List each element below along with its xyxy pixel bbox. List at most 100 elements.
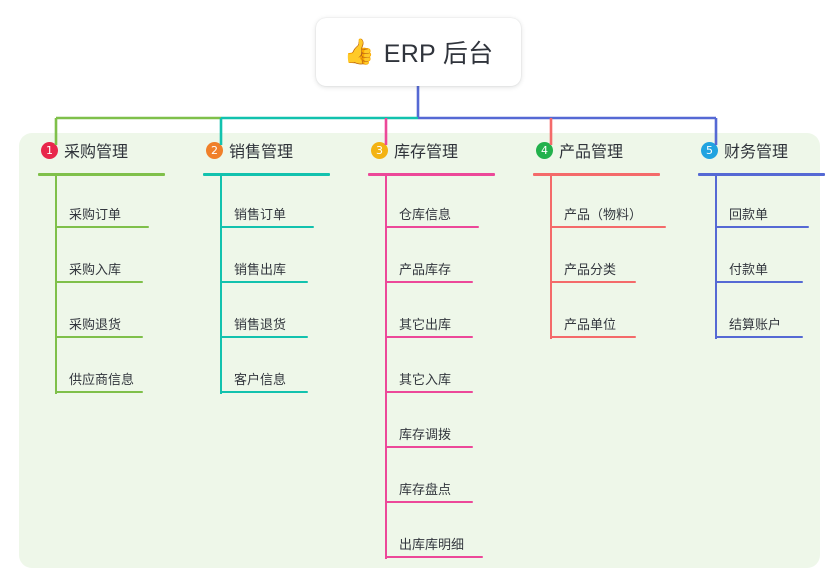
module-badge-5: 5 bbox=[701, 141, 718, 159]
list-item[interactable]: 仓库信息 bbox=[349, 179, 514, 234]
list-item-rule bbox=[715, 226, 809, 228]
list-item[interactable]: 出库库明细 bbox=[349, 509, 514, 564]
list-item-label: 采购入库 bbox=[69, 262, 122, 277]
root-node-erp-backend[interactable]: 👍 ERP 后台 bbox=[316, 18, 521, 86]
list-item[interactable]: 客户信息 bbox=[184, 344, 349, 399]
list-item-rule bbox=[550, 226, 666, 228]
module-header-5[interactable]: 5 财务管理 bbox=[679, 133, 839, 167]
module-header-rule-3 bbox=[368, 173, 495, 176]
list-item[interactable]: 回款单 bbox=[679, 179, 839, 234]
list-item-rule bbox=[550, 281, 636, 283]
list-item[interactable]: 产品（物料） bbox=[514, 179, 679, 234]
list-item-label: 其它出库 bbox=[399, 317, 452, 332]
list-item-rule bbox=[220, 391, 308, 393]
list-item-label: 产品分类 bbox=[564, 262, 617, 277]
list-item-label: 采购订单 bbox=[69, 207, 122, 222]
module-spine-3 bbox=[385, 176, 387, 559]
module-spine-1 bbox=[55, 176, 57, 394]
list-item[interactable]: 库存调拨 bbox=[349, 399, 514, 454]
list-item[interactable]: 库存盘点 bbox=[349, 454, 514, 509]
list-item[interactable]: 结算账户 bbox=[679, 289, 839, 344]
list-item-label: 库存调拨 bbox=[399, 427, 452, 442]
list-item[interactable]: 其它入库 bbox=[349, 344, 514, 399]
list-item-rule bbox=[55, 281, 143, 283]
list-item-rule bbox=[385, 501, 473, 503]
list-item[interactable]: 销售出库 bbox=[184, 234, 349, 289]
module-title-5: 财务管理 bbox=[724, 144, 789, 161]
root-node-title: ERP 后台 bbox=[383, 40, 494, 68]
module-header-rule-5 bbox=[698, 173, 825, 176]
list-item-rule bbox=[220, 336, 308, 338]
modules-panel bbox=[19, 133, 820, 568]
module-header-rule-1 bbox=[38, 173, 165, 176]
list-item-label: 客户信息 bbox=[234, 372, 287, 387]
list-item-rule bbox=[220, 226, 314, 228]
module-header-rule-2 bbox=[203, 173, 330, 176]
list-item[interactable]: 销售退货 bbox=[184, 289, 349, 344]
list-item-label: 销售出库 bbox=[234, 262, 287, 277]
list-item[interactable]: 其它出库 bbox=[349, 289, 514, 344]
list-item-rule bbox=[385, 226, 479, 228]
list-item-label: 结算账户 bbox=[729, 317, 782, 332]
list-item-rule bbox=[385, 281, 473, 283]
module-items-4: 产品（物料） 产品分类产品单位 bbox=[514, 179, 679, 344]
module-header-4[interactable]: 4 产品管理 bbox=[514, 133, 679, 167]
module-spine-2 bbox=[220, 176, 222, 394]
list-item[interactable]: 供应商信息 bbox=[19, 344, 184, 399]
list-item-rule bbox=[55, 336, 143, 338]
list-item-label: 产品单位 bbox=[564, 317, 617, 332]
module-header-1[interactable]: 1 采购管理 bbox=[19, 133, 184, 167]
list-item[interactable]: 采购订单 bbox=[19, 179, 184, 234]
module-title-1: 采购管理 bbox=[64, 144, 129, 161]
list-item-label: 其它入库 bbox=[399, 372, 452, 387]
module-header-3[interactable]: 3 库存管理 bbox=[349, 133, 514, 167]
module-items-2: 销售订单销售出库销售退货客户信息 bbox=[184, 179, 349, 399]
list-item-label: 出库库明细 bbox=[399, 537, 465, 552]
list-item-label: 仓库信息 bbox=[399, 207, 452, 222]
module-badge-2: 2 bbox=[206, 141, 223, 159]
list-item-rule bbox=[385, 556, 483, 558]
module-badge-4: 4 bbox=[536, 141, 553, 159]
list-item[interactable]: 产品库存 bbox=[349, 234, 514, 289]
module-spine-5 bbox=[715, 176, 717, 339]
module-title-4: 产品管理 bbox=[559, 144, 624, 161]
module-column-5: 5 财务管理回款单付款单结算账户 bbox=[679, 133, 839, 339]
list-item-label: 库存盘点 bbox=[399, 482, 452, 497]
list-item-label: 付款单 bbox=[729, 262, 769, 277]
list-item-label: 销售订单 bbox=[234, 207, 287, 222]
list-item-rule bbox=[385, 336, 473, 338]
list-item-rule bbox=[550, 336, 636, 338]
module-badge-1: 1 bbox=[41, 141, 58, 159]
module-badge-3: 3 bbox=[371, 141, 388, 159]
list-item-rule bbox=[55, 391, 143, 393]
module-column-4: 4 产品管理产品（物料） 产品分类产品单位 bbox=[514, 133, 679, 339]
list-item-label: 销售退货 bbox=[234, 317, 287, 332]
list-item-rule bbox=[715, 336, 803, 338]
module-items-5: 回款单付款单结算账户 bbox=[679, 179, 839, 344]
list-item-rule bbox=[385, 391, 473, 393]
list-item-rule bbox=[715, 281, 803, 283]
list-item-label: 产品库存 bbox=[399, 262, 452, 277]
list-item[interactable]: 产品分类 bbox=[514, 234, 679, 289]
list-item-rule bbox=[220, 281, 308, 283]
module-items-3: 仓库信息产品库存其它出库其它入库库存调拨库存盘点出库库明细 bbox=[349, 179, 514, 564]
list-item[interactable]: 采购入库 bbox=[19, 234, 184, 289]
list-item[interactable]: 销售订单 bbox=[184, 179, 349, 234]
list-item[interactable]: 产品单位 bbox=[514, 289, 679, 344]
module-items-1: 采购订单采购入库采购退货供应商信息 bbox=[19, 179, 184, 399]
module-column-3: 3 库存管理仓库信息产品库存其它出库其它入库库存调拨库存盘点出库库明细 bbox=[349, 133, 514, 559]
list-item[interactable]: 付款单 bbox=[679, 234, 839, 289]
list-item-label: 供应商信息 bbox=[69, 372, 135, 387]
module-title-3: 库存管理 bbox=[394, 144, 459, 161]
list-item[interactable]: 采购退货 bbox=[19, 289, 184, 344]
list-item-label: 采购退货 bbox=[69, 317, 122, 332]
module-column-1: 1 采购管理采购订单采购入库采购退货供应商信息 bbox=[19, 133, 184, 394]
module-spine-4 bbox=[550, 176, 552, 339]
list-item-label: 回款单 bbox=[729, 207, 769, 222]
thumbs-up-icon: 👍 bbox=[343, 37, 375, 66]
module-header-rule-4 bbox=[533, 173, 660, 176]
